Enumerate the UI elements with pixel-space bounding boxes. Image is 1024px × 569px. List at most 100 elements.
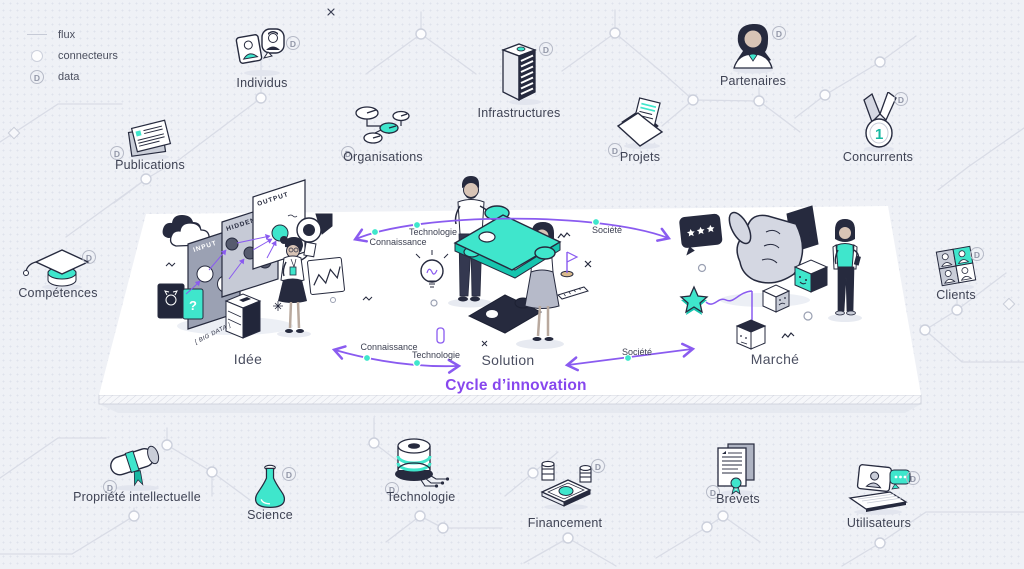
node-label: Brevets bbox=[716, 492, 760, 506]
cycle-title: Cycle d’innovation bbox=[445, 377, 587, 394]
publications-icon bbox=[127, 119, 172, 160]
node-projets: D Projets bbox=[580, 96, 700, 164]
legend-connecteurs-label: connecteurs bbox=[58, 49, 118, 62]
node-propriete-intellectuelle: D Propriété intellectuelle bbox=[60, 442, 214, 504]
competences-icon bbox=[23, 249, 90, 290]
marche-illustration bbox=[679, 205, 862, 350]
lightbulb-icon bbox=[415, 250, 449, 288]
node-label: Partenaires bbox=[719, 74, 787, 88]
brevets-icon bbox=[717, 443, 755, 496]
legend-flux: flux bbox=[26, 24, 118, 45]
legend-flux-label: flux bbox=[58, 28, 76, 41]
data-badge: D bbox=[970, 247, 984, 261]
question-card-glyph: ? bbox=[189, 298, 197, 313]
node-individus: D Individus bbox=[200, 24, 324, 90]
cycle-arrows bbox=[331, 217, 696, 374]
flow-label-top-societe: Société bbox=[591, 225, 623, 235]
happy-cube-icon bbox=[793, 259, 829, 293]
flow-label-bottom-societe: Société bbox=[621, 347, 653, 357]
flow-label-top-connaissance: Connaissance bbox=[369, 237, 427, 247]
data-badge: D bbox=[706, 485, 720, 499]
data-badge: D bbox=[385, 482, 399, 496]
node-label: Publications bbox=[115, 158, 185, 172]
vial-icon bbox=[436, 327, 445, 344]
thumbs-up-icon bbox=[728, 205, 819, 284]
node-label: Clients bbox=[936, 288, 976, 302]
node-utilisateurs: D Utilisateurs bbox=[816, 462, 942, 530]
neutral-cube-icon bbox=[735, 319, 767, 350]
node-label: Infrastructures bbox=[477, 106, 561, 120]
review-card-icon bbox=[679, 213, 723, 256]
data-badge: D bbox=[906, 471, 920, 485]
node-label: Financement bbox=[527, 516, 603, 530]
stage-label-solution: Solution bbox=[481, 352, 535, 368]
star-icon bbox=[679, 285, 709, 314]
legend-connecteurs: connecteurs bbox=[26, 45, 118, 66]
concurrents-icon: 1 bbox=[863, 92, 897, 152]
flow-label-top-technologie: Technologie bbox=[408, 227, 458, 237]
data-badge: D bbox=[82, 250, 96, 264]
node-label: Compétences bbox=[18, 286, 98, 300]
clients-icon bbox=[935, 245, 977, 290]
data-badge-icon: D bbox=[26, 69, 48, 84]
node-label: Science bbox=[247, 508, 293, 522]
flag-icon bbox=[560, 251, 579, 278]
legend-data: D data bbox=[26, 66, 118, 87]
question-card-icon bbox=[182, 288, 204, 320]
flux-line-icon bbox=[26, 34, 48, 35]
flow-label-bottom-connaissance: Connaissance bbox=[360, 342, 418, 352]
data-badge: D bbox=[282, 467, 296, 481]
node-partenaires: D Partenaires bbox=[693, 16, 813, 88]
node-label: Organisations bbox=[343, 150, 423, 164]
node-financement: D Financement bbox=[505, 456, 625, 530]
review-stars bbox=[686, 224, 715, 237]
node-label: Concurrents bbox=[842, 150, 914, 164]
node-publications: D Publications bbox=[90, 118, 210, 172]
projets-icon bbox=[616, 97, 664, 149]
data-badge: D bbox=[539, 42, 553, 56]
data-badge: D bbox=[110, 146, 124, 160]
x-marks-bg bbox=[327, 8, 335, 16]
chart-card-icon bbox=[307, 257, 345, 295]
data-badge: D bbox=[341, 146, 355, 160]
stage-label-marche: Marché bbox=[750, 351, 800, 367]
legend-data-label: data bbox=[58, 70, 80, 83]
node-label: Projets bbox=[619, 150, 661, 164]
connector-circle-icon bbox=[26, 49, 48, 62]
technologie-icon bbox=[395, 438, 450, 488]
node-organisations: D Organisations bbox=[323, 96, 443, 164]
propriete-intellectuelle-icon bbox=[110, 445, 160, 491]
data-badge: D bbox=[103, 480, 117, 494]
node-label: Individus bbox=[236, 76, 288, 90]
diamond-marks bbox=[7, 126, 1016, 311]
flow-connector-dots bbox=[362, 217, 633, 368]
node-label: Utilisateurs bbox=[846, 516, 912, 530]
node-label: Technologie bbox=[386, 490, 456, 504]
camera-icon bbox=[296, 213, 333, 243]
idea-presenter-figure bbox=[277, 236, 317, 338]
node-science: D Science bbox=[210, 464, 330, 522]
arc-bottom-left bbox=[331, 345, 462, 374]
medal-rank: 1 bbox=[875, 126, 883, 143]
background-network bbox=[0, 8, 1024, 567]
science-icon bbox=[254, 464, 286, 510]
data-badge: D bbox=[894, 92, 908, 106]
ruler-icon bbox=[557, 286, 589, 300]
organisations-icon bbox=[355, 106, 410, 144]
data-badge: D bbox=[591, 459, 605, 473]
data-badge: D bbox=[608, 143, 622, 157]
utilisateurs-icon bbox=[848, 464, 911, 515]
legend: flux connecteurs D data bbox=[26, 24, 118, 87]
node-technologie: D Technologie bbox=[361, 436, 481, 504]
node-brevets: D Brevets bbox=[678, 440, 798, 506]
node-clients: D Clients bbox=[896, 244, 1016, 302]
node-label: Propriété intellectuelle bbox=[73, 490, 201, 504]
infrastructures-icon bbox=[501, 43, 541, 105]
financement-icon bbox=[540, 460, 592, 510]
individus-icon bbox=[235, 28, 285, 76]
arc-top bbox=[353, 217, 672, 243]
marche-woman-figure bbox=[832, 219, 861, 316]
node-infrastructures: D Infrastructures bbox=[459, 40, 579, 120]
